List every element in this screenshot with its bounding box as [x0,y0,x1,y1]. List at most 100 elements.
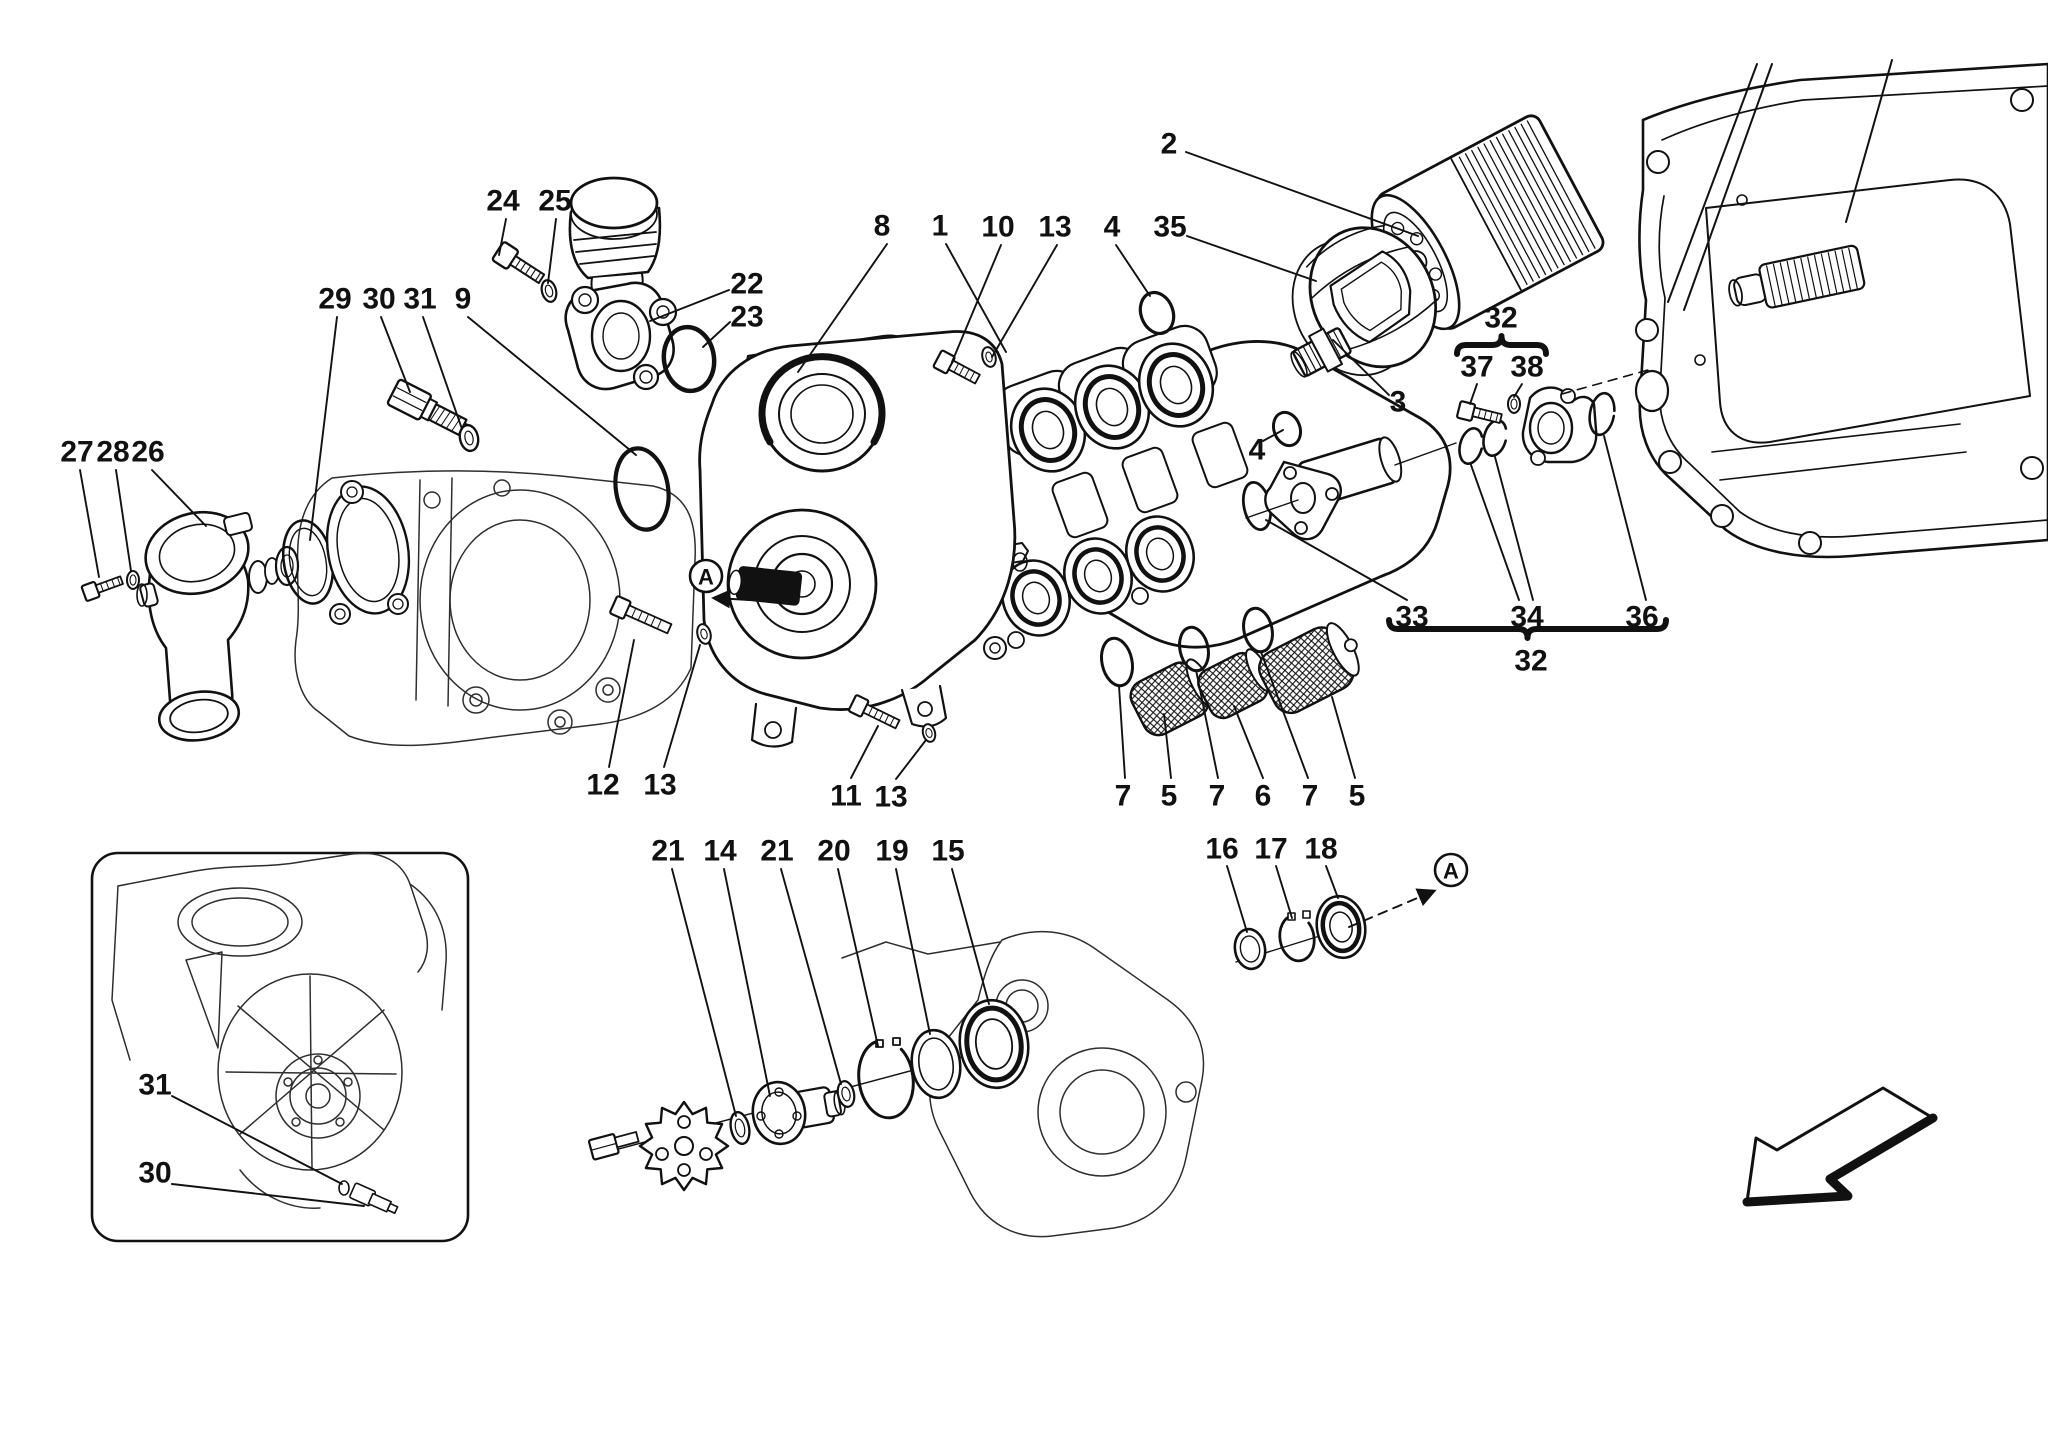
bolt-10-washer-13 [932,346,997,385]
washer-21a [729,1111,751,1145]
callout-3-18: 3 [1390,386,1407,419]
callout-17-36: 17 [1254,833,1287,866]
filter-screens-group [1100,606,1360,737]
o-ring-7b [1178,625,1210,673]
seal-ring-8 [758,353,886,446]
callout-18-37: 18 [1304,833,1337,866]
callout-29-11: 29 [318,283,351,316]
group-bracket-32-1 [1386,617,1669,641]
leader-13-6 [991,244,1058,358]
callout-24-1: 24 [486,185,520,218]
o-ring-4-upper [1138,290,1176,336]
pump-cover-mount-hole [1634,369,1670,413]
leader-31-13 [422,316,463,430]
callout-13-6: 13 [1038,211,1071,244]
callout-7-29: 7 [1115,780,1132,813]
leader-20-41 [837,868,879,1047]
inset-detail-box [90,851,470,1243]
pickup-tube-33-group [1241,386,1616,541]
callout-15-43: 15 [931,835,964,868]
seal-18 [1315,894,1367,960]
callout-7-31: 7 [1209,780,1226,813]
o-ring-23 [661,324,717,394]
group-label-32-0: 32 [1484,302,1517,335]
oil-pump-cover [1521,386,1598,466]
ring-16 [1233,927,1267,971]
callout-12-25: 12 [586,769,619,802]
leader-3-18 [1332,339,1390,396]
leader-12-25 [608,639,635,768]
leader-19-42 [895,868,931,1035]
pump-shaft-black [728,566,803,606]
callout-16-35: 16 [1205,833,1238,866]
leader-24-1 [498,218,507,256]
big-direction-arrow-icon [1742,1086,1938,1207]
washer-31 [458,423,480,453]
timing-cover-ghost-drawing [841,930,1205,1238]
circlip-20 [857,1037,915,1120]
leader-36-24 [1603,435,1647,601]
circlip-34a [1458,427,1484,465]
leader-11-27 [850,725,879,779]
callout-22-9: 22 [730,268,763,301]
leader-13-28 [895,739,927,780]
leader-2-0 [1185,151,1419,237]
seal-15 [958,998,1030,1090]
leader-8-3 [797,243,888,373]
callout-9-14: 9 [455,283,472,316]
callout-35-8: 35 [1153,211,1186,244]
gearbox-clutch-housing-drawing [1634,59,2048,559]
callout-5-30: 5 [1161,780,1178,813]
leader-28-16 [115,469,132,572]
callout-26-17: 26 [131,436,164,469]
o-ring-7c [1242,606,1274,654]
coolant-elbow-22-drawing [564,176,678,391]
leader-15-43 [951,868,990,1005]
leader-33-22 [1265,519,1408,601]
callout-19-42: 19 [875,835,908,868]
callout-28-16: 28 [96,436,129,469]
leader-13-26 [663,644,701,768]
leader-31-44 [171,1095,343,1185]
callout-31-13: 31 [403,283,436,316]
threaded-nipple-3-drawing [1290,327,1352,378]
callout-13-26: 13 [643,769,676,802]
leader-4-7 [1115,244,1151,297]
sprocket-stack-group [587,998,1030,1192]
leader-14-39 [723,868,771,1097]
inset-gearbox-drawing [111,852,447,1209]
screen-5b [1258,622,1360,715]
leader-21-40 [780,868,842,1085]
manifold-top-ports [993,324,1218,473]
callout-2-0: 2 [1161,128,1178,161]
callout-21-38: 21 [651,835,684,868]
leader-6-32 [1233,705,1264,779]
bolt-27-washer-28 [80,570,140,602]
leader-23-10 [702,321,731,348]
callout-7-33: 7 [1302,780,1319,813]
detail-marker-letter-1: A [1443,859,1459,884]
leader-34-23 [1470,464,1520,601]
detail-marker-circle-0 [688,558,724,594]
o-ring-7a [1100,636,1134,688]
input-shaft-splines [1728,244,1866,309]
detail-marker-letter-0: A [698,565,714,590]
circlip-34b [1482,419,1508,457]
callout-27-15: 27 [60,436,93,469]
detail-arrow-1 [1348,888,1437,928]
callout-23-10: 23 [730,301,763,334]
bolt-11-washer-13 [847,694,937,743]
leader-16-35 [1226,865,1248,933]
leader-26-17 [151,469,207,527]
leader-7-29 [1118,685,1126,779]
washer-38 [1507,394,1521,414]
leader-34-23-1 [1494,456,1534,601]
callout-30-12: 30 [362,283,395,316]
callout-5-34: 5 [1349,780,1366,813]
snap-ring-36 [1588,391,1616,437]
manifold-windows [1051,421,1249,539]
leader-5-34 [1331,696,1356,779]
water-pump-housing-drawing [698,330,1017,748]
